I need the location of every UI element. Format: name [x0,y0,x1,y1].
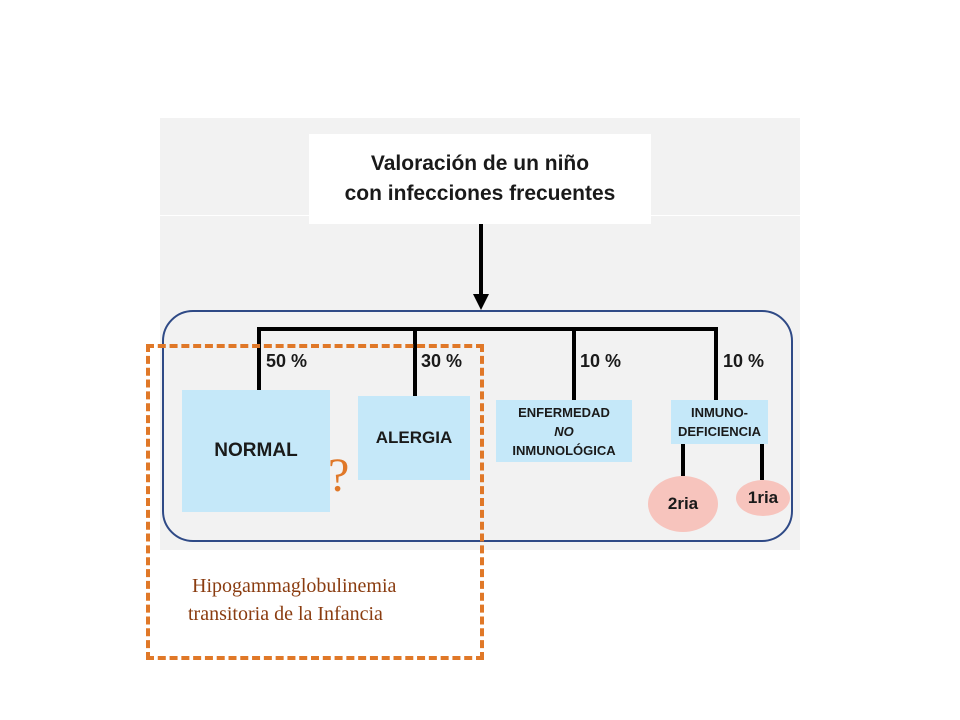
highlight-dashed-box [146,344,484,660]
question-mark: ? [328,449,350,502]
percent-nonimmune: 10 % [580,351,622,371]
branch-container [162,310,793,542]
percent-alergia: 30 % [421,351,463,371]
circle-secondary: 2ria [648,476,718,532]
label-immuno-line-1: INMUNO- [690,405,749,420]
caption-line-1: Hipogammaglobulinemia [192,575,397,597]
caption: Hipogammaglobulinemia transitoria de la … [150,572,490,628]
label-nonimmune-line-3: INMUNOLÓGICA [512,442,616,458]
box-immunodeficiency: INMUNO- DEFICIENCIA [671,400,768,444]
percent-immuno: 10 % [723,351,765,371]
label-immuno-line-2: DEFICIENCIA [677,424,762,439]
title-line-2: con infecciones frecuentes [344,182,616,205]
label-nonimmune-line-1: ENFERMEDAD [518,404,610,420]
box-non-immunological: ENFERMEDAD NO INMUNOLÓGICA [496,400,632,462]
label-alergia: ALERGIA [375,428,453,447]
circle-primary: 1ria [736,480,790,516]
label-1ria: 1ria [747,488,779,507]
box-alergia: ALERGIA [358,396,470,480]
caption-line-2: transitoria de la Infancia [188,603,383,625]
box-normal: NORMAL [182,390,330,512]
title-box: Valoración de un niño con infecciones fre… [309,134,651,224]
label-nonimmune-line-2: NO [554,423,574,439]
main-arrow-head [473,294,489,310]
diagram-title: Valoración de un niño con infecciones fre… [345,149,616,209]
percent-normal: 50 % [266,351,308,371]
title-line-1: Valoración de un niño [370,152,590,175]
label-normal: NORMAL [214,440,298,461]
label-2ria: 2ria [667,494,699,513]
